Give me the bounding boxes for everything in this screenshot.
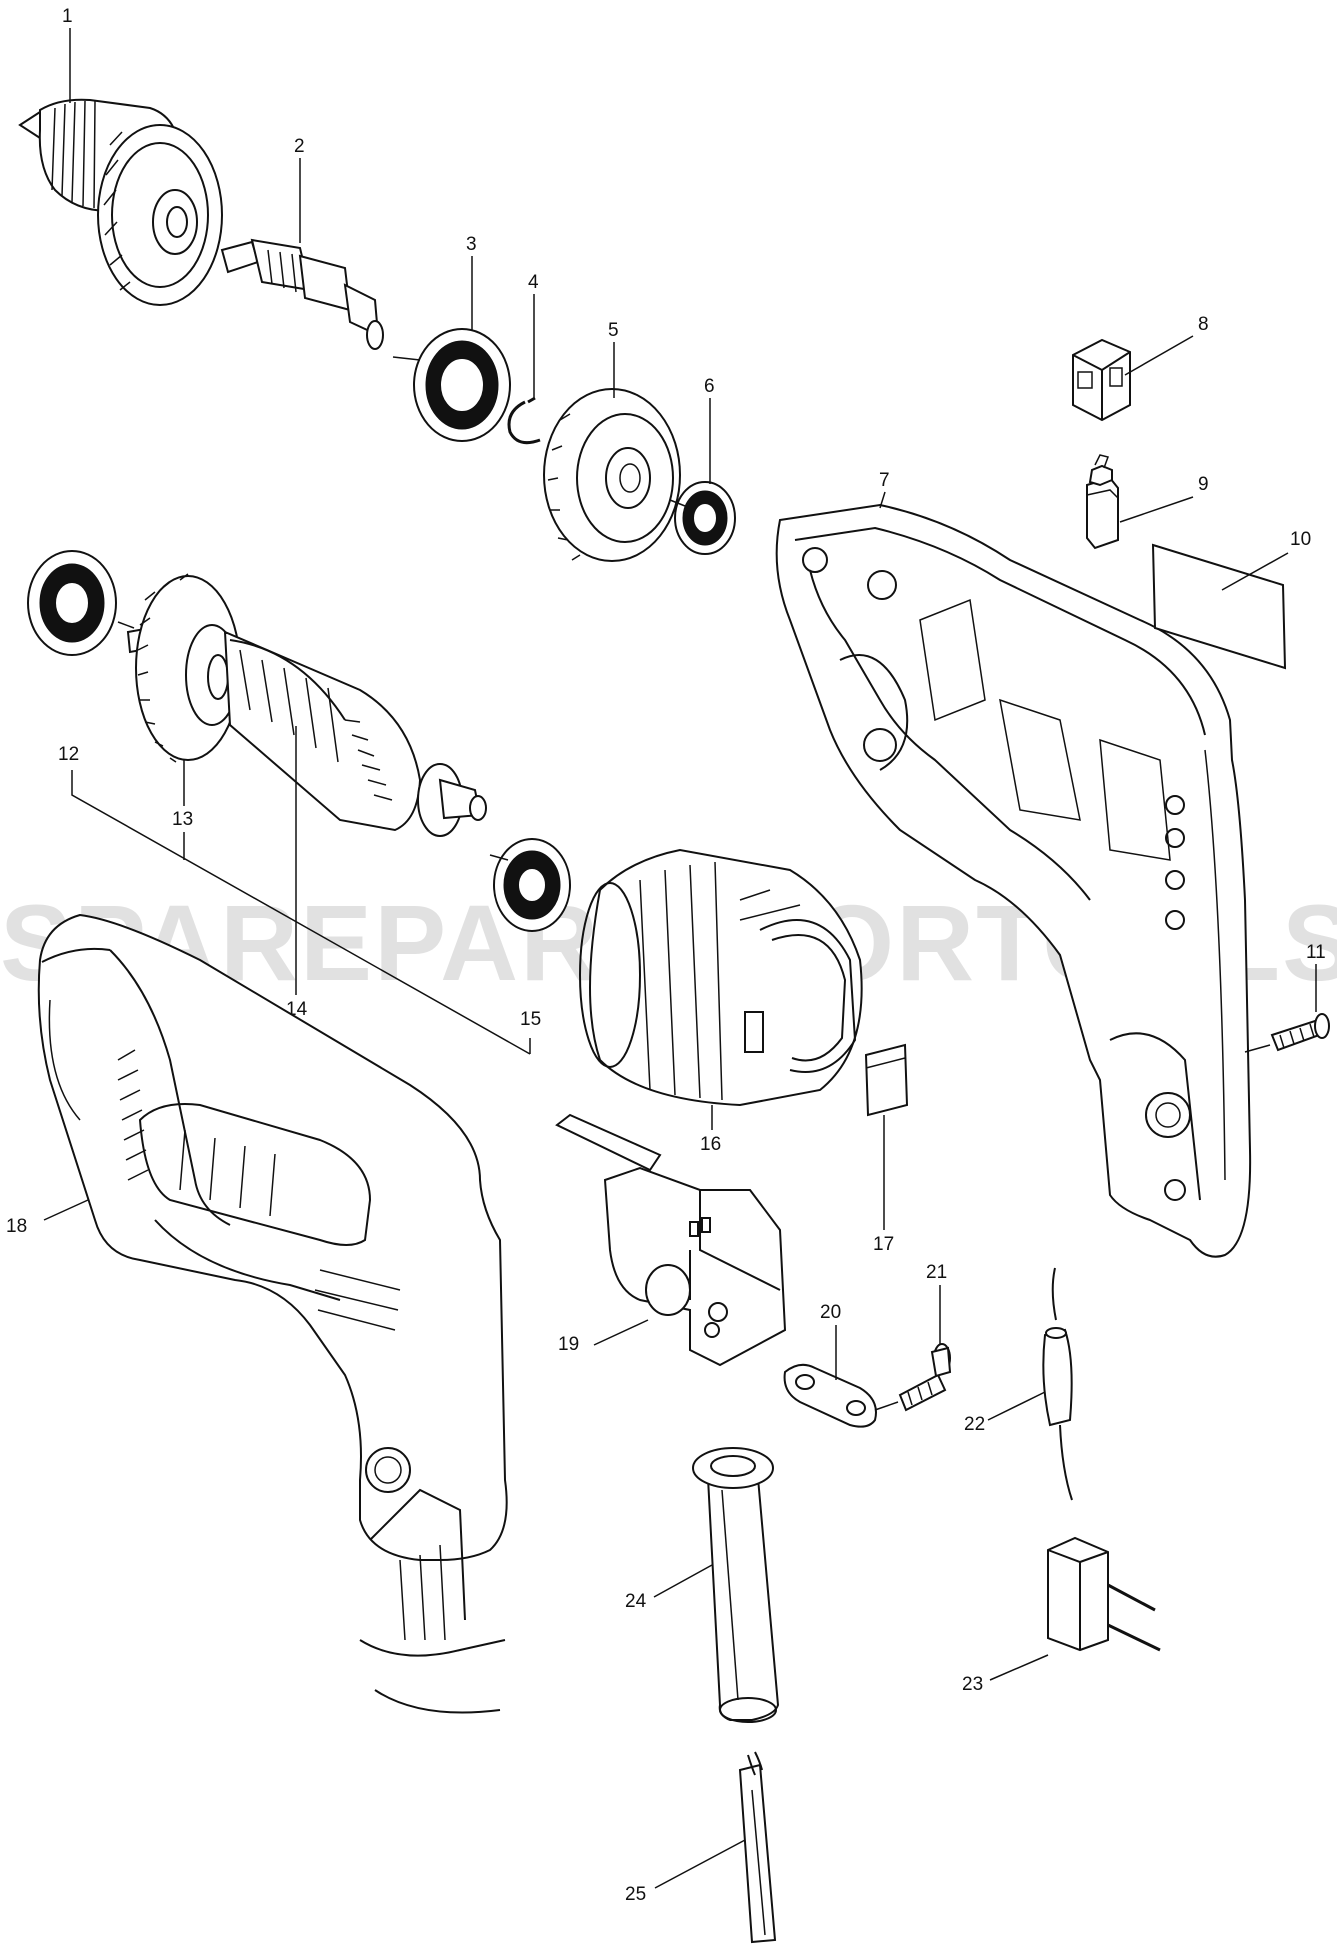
part-label-6: 6 [704, 376, 715, 397]
leader-line-23 [989, 1654, 1049, 1681]
leader-line-24 [653, 1564, 713, 1598]
axis-line-15 [489, 854, 509, 861]
leader-line-8 [1124, 335, 1194, 376]
bracket-line-12-15 [71, 770, 531, 1055]
part-label-5: 5 [608, 320, 619, 341]
suppressor-part-22 [1042, 1267, 1073, 1501]
part-label-3: 3 [466, 234, 477, 255]
part-label-11: 11 [1306, 942, 1326, 963]
part-label-7: 7 [879, 470, 890, 491]
part-label-21: 21 [926, 1262, 947, 1283]
strain-relief-part-24 [692, 1447, 780, 1723]
housing-part-7 [775, 503, 1252, 1258]
part-label-13: 13 [172, 809, 193, 830]
screw-part-21 [874, 1343, 952, 1412]
part-label-4: 4 [528, 272, 539, 293]
part-label-10: 10 [1290, 529, 1311, 550]
part-label-18: 18 [6, 1216, 27, 1237]
axis-line-6 [669, 499, 691, 509]
leader-line-19 [593, 1319, 649, 1346]
bearing-part-15 [493, 838, 571, 932]
part-label-20: 20 [820, 1302, 841, 1323]
leader-line-10 [1221, 552, 1289, 591]
power-cord-part-25 [738, 1751, 777, 1944]
insulation-part-17 [864, 1043, 909, 1117]
leader-line-22 [987, 1391, 1046, 1421]
leader-line-18 [43, 1199, 89, 1221]
housing-part-18 [37, 913, 508, 1714]
axis-line-12 [117, 621, 135, 629]
part-label-16: 16 [700, 1134, 721, 1155]
part-label-22: 22 [964, 1414, 985, 1435]
chuck-part-1 [18, 98, 223, 306]
capacitor-part-23 [1047, 1536, 1161, 1652]
brush-holder-part-8 [1072, 338, 1131, 422]
carbon-brush-part-9 [1086, 454, 1119, 550]
part-label-23: 23 [962, 1674, 983, 1695]
part-label-24: 24 [625, 1591, 647, 1612]
axis-line-3 [392, 356, 421, 361]
spindle-part-2 [220, 238, 384, 350]
part-label-12: 12 [58, 744, 79, 765]
label-plate-part-10 [1151, 543, 1287, 670]
part-label-1: 1 [62, 6, 73, 27]
bearing-part-12 [27, 550, 117, 656]
bearing-part-3 [413, 328, 511, 442]
retaining-ring-part-4 [507, 396, 541, 445]
part-label-2: 2 [294, 136, 305, 157]
armature-part-14 [126, 573, 487, 837]
switch-part-19 [555, 1113, 787, 1367]
part-label-9: 9 [1198, 474, 1209, 495]
part-label-17: 17 [873, 1234, 894, 1255]
leader-line-25 [654, 1839, 746, 1889]
bearing-part-6 [674, 481, 736, 555]
leader-line-7 [879, 491, 886, 509]
screw-part-11 [1244, 1013, 1330, 1053]
part-label-25: 25 [625, 1884, 646, 1905]
part-label-19: 19 [558, 1334, 579, 1355]
stator-part-16 [579, 848, 863, 1107]
cord-clamp-part-20 [783, 1363, 877, 1428]
part-label-8: 8 [1198, 314, 1209, 335]
leader-line-9 [1119, 496, 1194, 523]
part-label-15: 15 [520, 1009, 541, 1030]
gear-part-5 [543, 388, 681, 562]
